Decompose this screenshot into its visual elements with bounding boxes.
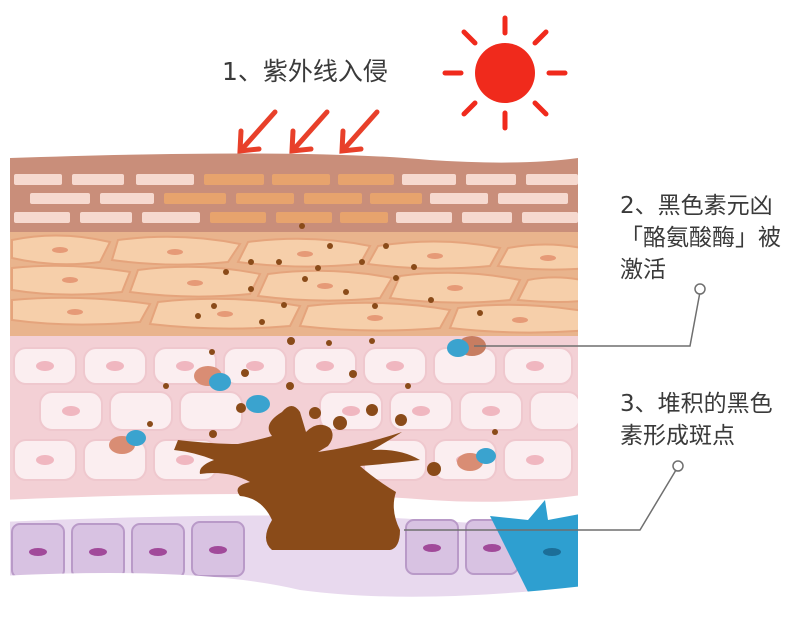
enzyme-label-line: 激活: [620, 254, 781, 286]
enzyme-label-line: 「酪氨酸酶」被: [620, 222, 781, 254]
enzyme-label-line: 2、黑色素元凶: [620, 190, 781, 222]
spots-label-line: 素形成斑点: [620, 420, 773, 452]
skin-cross-section: [0, 150, 600, 633]
callout-circle-icon: [673, 461, 683, 471]
melanocyte-nucleus: [543, 548, 561, 556]
uv-label: 1、紫外线入侵: [222, 56, 388, 88]
spots-label-line: 3、堆积的黑色: [620, 388, 773, 420]
spots-label: 3、堆积的黑色 素形成斑点: [620, 388, 773, 452]
sun-icon: [445, 18, 565, 128]
enzyme-label: 2、黑色素元凶 「酪氨酸酶」被 激活: [620, 190, 781, 286]
uv-arrow-icon: [240, 112, 377, 151]
